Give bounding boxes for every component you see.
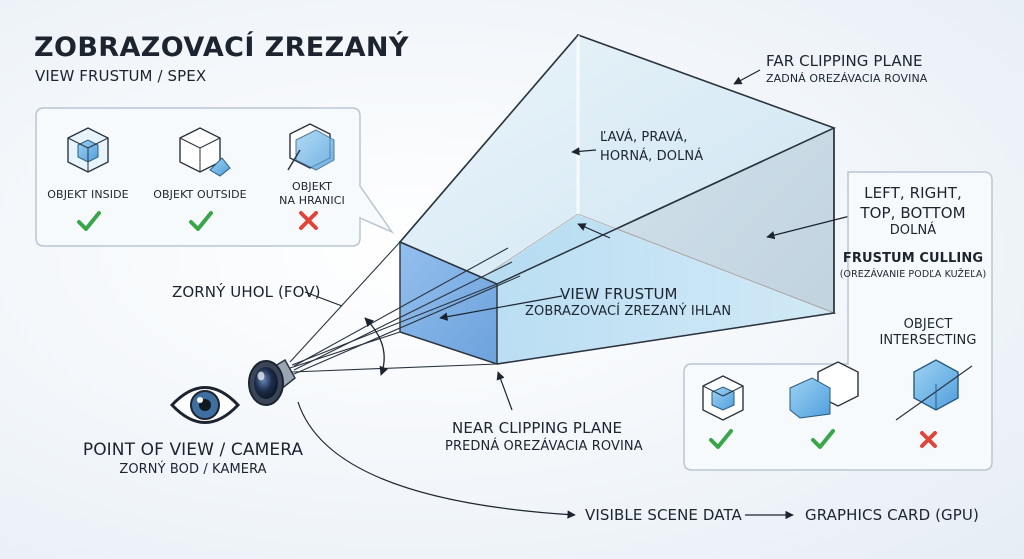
near-plane-sublabel: PREDNÁ OREZÁVACIA ROVINA bbox=[445, 439, 643, 454]
page-subtitle: VIEW FRUSTUM / SPEX bbox=[35, 67, 207, 85]
pipeline-step-visible-data: VISIBLE SCENE DATA bbox=[585, 506, 742, 524]
object-intersecting-line1: OBJECT bbox=[903, 317, 953, 332]
cube-in-frustum-icon bbox=[702, 375, 744, 421]
object-intersecting-line2: INTERSECTING bbox=[879, 333, 977, 348]
legend-left-caption-3b: NA HRANICI bbox=[279, 194, 345, 207]
fov-arc bbox=[364, 317, 389, 376]
sides-en-line1: LEFT, RIGHT, bbox=[864, 184, 962, 202]
sides-en-line2: TOP, BOTTOM bbox=[860, 204, 966, 222]
culling-label: FRUSTUM CULLING bbox=[842, 251, 984, 266]
near-plane-label: NEAR CLIPPING PLANE bbox=[452, 419, 623, 437]
cube-intersecting-icon bbox=[895, 359, 973, 421]
pipeline-step-gpu: GRAPHICS CARD (GPU) bbox=[805, 506, 979, 524]
frustum-shape bbox=[398, 33, 837, 366]
far-plane-label: FAR CLIPPING PLANE bbox=[766, 52, 923, 70]
fov-label: ZORNÝ UHOL (FOV) bbox=[172, 283, 321, 301]
legend-left-caption-2: OBJEKT OUTSIDE bbox=[153, 188, 247, 201]
page-title: ZOBRAZOVACÍ ZREZANÝ bbox=[34, 32, 409, 63]
sides-sk-line2: HORNÁ, DOLNÁ bbox=[600, 149, 704, 164]
cube-inside-icon bbox=[67, 127, 109, 173]
eye-icon bbox=[169, 386, 241, 424]
camera-label: POINT OF VIEW / CAMERA bbox=[82, 440, 304, 460]
legend-left-caption-3a: OBJEKT bbox=[291, 180, 333, 193]
legend-left-status-3 bbox=[299, 211, 318, 230]
cube-outside-icon bbox=[179, 127, 231, 177]
frustum-arrow bbox=[439, 295, 563, 321]
far-plane-arrow bbox=[733, 69, 761, 85]
legend-right-status-1 bbox=[709, 429, 733, 449]
camera-sublabel: ZORNÝ BOD / KAMERA bbox=[119, 462, 267, 477]
camera-to-pipeline-arrow bbox=[297, 401, 576, 519]
sides-sk-arrow bbox=[571, 147, 597, 156]
legend-right-status-2 bbox=[811, 429, 835, 449]
sides-en-line3: DOLNÁ bbox=[889, 223, 937, 238]
legend-left-caption-1: OBJEKT INSIDE bbox=[47, 188, 129, 201]
culling-sublabel: (OREZÁVANIE PODĽA KUŽEĽA) bbox=[839, 269, 987, 280]
sides-en-arrow bbox=[766, 213, 859, 240]
camera-icon bbox=[248, 358, 296, 406]
frustum-sublabel: ZOBRAZOVACÍ ZREZANÝ IHLAN bbox=[525, 304, 732, 319]
view-rays bbox=[289, 241, 521, 375]
cube-boundary-icon bbox=[287, 123, 335, 171]
near-plane-arrow bbox=[496, 371, 513, 411]
sides-sk-pointer-bottom bbox=[577, 223, 611, 239]
far-plane-sublabel: ZADNÁ OREZÁVACIA ROVINA bbox=[766, 72, 928, 85]
sides-sk-line1: ĽAVÁ, PRAVÁ, bbox=[600, 130, 688, 145]
frustum-label: VIEW FRUSTUM bbox=[560, 285, 678, 303]
legend-left-status-1 bbox=[77, 211, 101, 231]
cube-partial-icon bbox=[789, 361, 859, 419]
legend-right-status-3 bbox=[920, 431, 937, 448]
legend-left-status-2 bbox=[189, 211, 213, 231]
